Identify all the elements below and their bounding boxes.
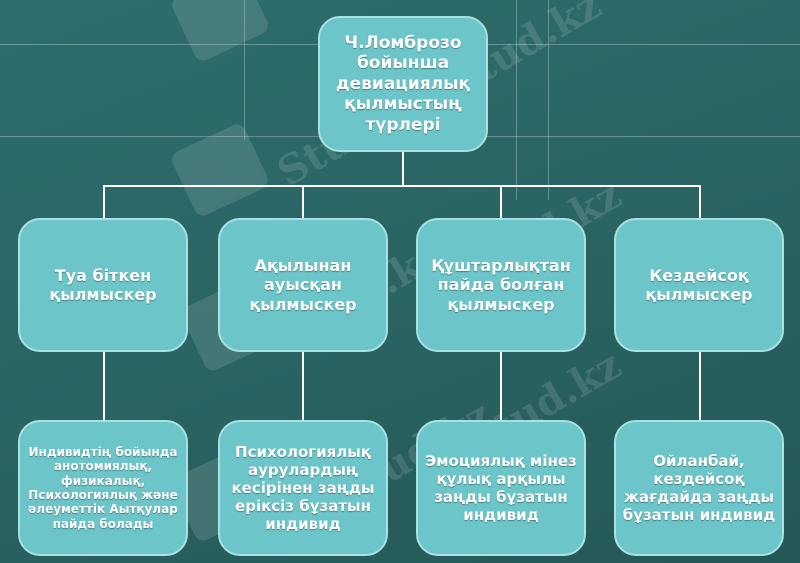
category-node: Туа біткен қылмыскер [18, 218, 188, 352]
root-node: Ч.Ломброзо бойынша девиациялық қылмыстың… [318, 16, 488, 152]
description-node: Ойланбай, кездейсоқ жағдайда заңды бұзат… [614, 420, 784, 556]
root-title: Ч.Ломброзо бойынша девиациялық қылмыстың… [335, 33, 471, 135]
description-text: Ойланбай, кездейсоқ жағдайда заңды бұзат… [622, 452, 776, 524]
description-node: Эмоциялық мінез құлық арқылы заңды бұзат… [416, 420, 586, 556]
category-node: Ақылынан ауысқан қылмыскер [218, 218, 388, 352]
category-label: Туа біткен қылмыскер [49, 265, 157, 304]
watermark-logo [168, 0, 272, 64]
connector [699, 352, 701, 421]
connector [500, 185, 502, 219]
description-text: Психологиялық аурулардың кесірінен заңды… [231, 443, 375, 533]
connector [103, 352, 105, 421]
connector [500, 352, 502, 421]
description-node: Индивидтің бойында анотомиялық, физикалы… [18, 420, 188, 556]
connector [699, 185, 701, 219]
connector [103, 185, 701, 187]
description-node: Психологиялық аурулардың кесірінен заңды… [218, 420, 388, 556]
category-label: Ақылынан ауысқан қылмыскер [249, 256, 357, 314]
connector [302, 185, 304, 219]
description-text: Индивидтің бойында анотомиялық, физикалы… [28, 444, 178, 531]
connector [402, 152, 404, 186]
category-node: Құштарлықтан пайда болған қылмыскер [416, 218, 586, 352]
connector [103, 185, 105, 219]
category-node: Кездейсоқ қылмыскер [614, 218, 784, 352]
category-label: Құштарлықтан пайда болған қылмыскер [431, 256, 571, 314]
description-text: Эмоциялық мінез құлық арқылы заңды бұзат… [425, 452, 577, 524]
connector [302, 352, 304, 421]
category-label: Кездейсоқ қылмыскер [645, 265, 753, 304]
